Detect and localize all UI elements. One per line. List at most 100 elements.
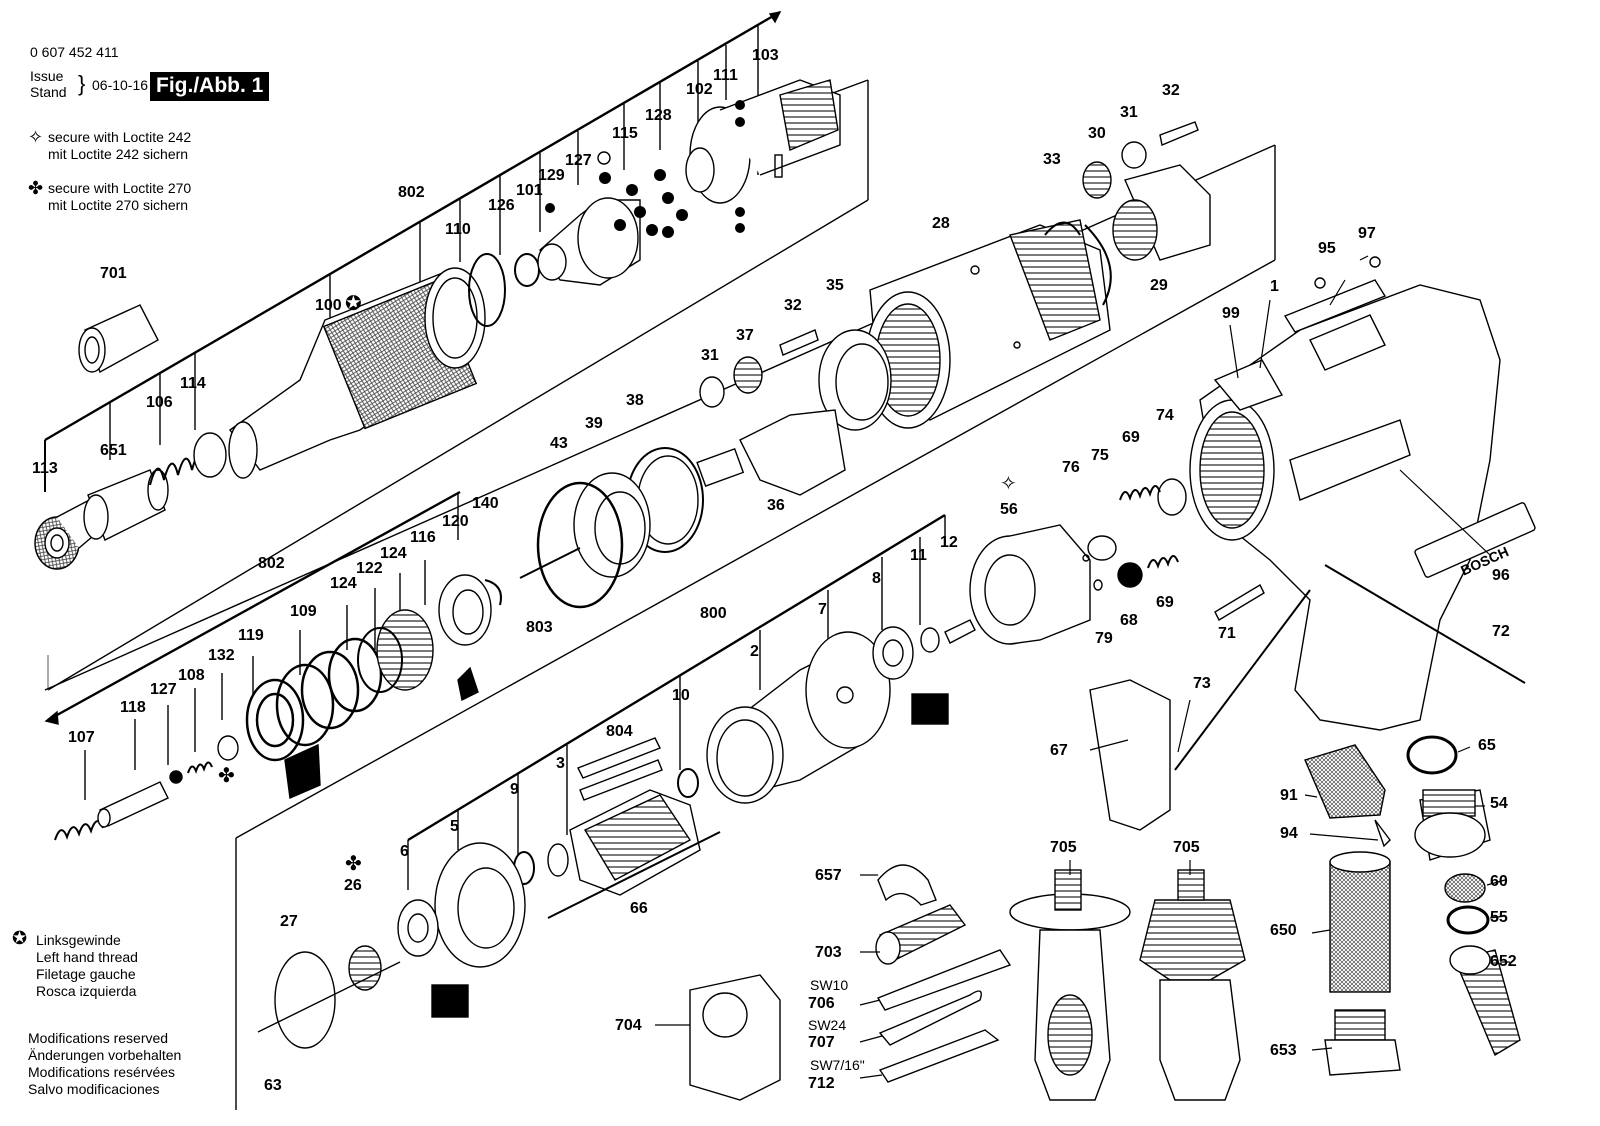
part-12-screw bbox=[944, 619, 976, 644]
part-39-bearing bbox=[573, 472, 651, 578]
part-3-rotor bbox=[547, 789, 701, 896]
callout-108: 108 bbox=[178, 667, 205, 684]
callout-704: 704 bbox=[615, 1017, 642, 1034]
callout-74: 74 bbox=[1156, 407, 1174, 424]
legend-loctite-270: ✤ secure with Loctite 270 mit Loctite 27… bbox=[28, 179, 192, 214]
part-705-handle-a bbox=[1009, 869, 1131, 1101]
callout-116: 116 bbox=[410, 529, 436, 546]
legend-mod-line4: Salvo modificaciones bbox=[28, 1081, 160, 1097]
legend-mod-line3: Modifications resérvées bbox=[28, 1064, 176, 1080]
callout-9: 9 bbox=[510, 781, 519, 798]
callout-63: 63 bbox=[264, 1077, 282, 1094]
part-114-ring bbox=[193, 432, 227, 478]
part-56-cap bbox=[969, 524, 1091, 645]
part-8-bearing-inner bbox=[882, 639, 904, 667]
callout-110: 110 bbox=[445, 221, 471, 238]
left-thread-mark-icon: ✪ bbox=[345, 291, 362, 315]
part-79-ring bbox=[1093, 579, 1103, 591]
part-43-o-ring bbox=[536, 481, 624, 609]
callout-127: 127 bbox=[565, 152, 592, 169]
callout-803: 803 bbox=[526, 619, 553, 636]
legend-mod-line2: Änderungen vorbehalten bbox=[28, 1047, 182, 1063]
part-37-gear bbox=[733, 356, 763, 394]
part-32-pin-b bbox=[779, 329, 819, 356]
legend-loctite-242-line2: mit Loctite 242 sichern bbox=[48, 146, 189, 162]
part-803-pin bbox=[519, 547, 581, 579]
callout-127: 127 bbox=[150, 681, 177, 698]
callout-94: 94 bbox=[1280, 825, 1298, 842]
part-97-screw-b bbox=[1369, 256, 1381, 268]
callout-650: 650 bbox=[1270, 922, 1297, 939]
callout-10: 10 bbox=[672, 687, 690, 704]
stand-label: Stand bbox=[30, 84, 67, 100]
callout-32: 32 bbox=[1162, 82, 1180, 99]
part-94-clip bbox=[1374, 819, 1391, 848]
part-127-ball bbox=[169, 770, 183, 784]
part-107-spring bbox=[54, 820, 104, 841]
part-63-shaft bbox=[257, 961, 401, 1033]
part-bearing-tool-icon-1 bbox=[911, 693, 949, 725]
part-65-o-ring bbox=[1406, 735, 1458, 775]
callout-100: 100 bbox=[315, 297, 342, 314]
callout-31: 31 bbox=[1120, 104, 1138, 121]
callout-712: 712 bbox=[808, 1075, 835, 1092]
callout-651: 651 bbox=[100, 442, 127, 459]
callout-106: 106 bbox=[146, 394, 173, 411]
callout-72: 72 bbox=[1492, 623, 1510, 640]
part-8-bearing bbox=[872, 626, 914, 680]
callout-55: 55 bbox=[1490, 909, 1508, 926]
callout-32: 32 bbox=[784, 297, 802, 314]
legend-loctite-270-line1: secure with Loctite 270 bbox=[48, 180, 192, 196]
part-120-collar bbox=[438, 574, 492, 646]
callout-36: 36 bbox=[767, 497, 785, 514]
callout-3: 3 bbox=[556, 755, 565, 772]
callout-111: 111 bbox=[713, 67, 738, 84]
callout-802: 802 bbox=[398, 184, 425, 201]
callout-69: 69 bbox=[1122, 429, 1140, 446]
callout-60: 60 bbox=[1490, 873, 1508, 890]
part-5-end-plate bbox=[434, 842, 526, 968]
callout-12: 12 bbox=[940, 534, 958, 551]
callout-67: 67 bbox=[1050, 742, 1068, 759]
callout-65: 65 bbox=[1478, 737, 1496, 754]
callout-101: 101 bbox=[516, 182, 543, 199]
callout-28: 28 bbox=[932, 215, 950, 232]
legend-loctite-242: ✧ secure with Loctite 242 mit Loctite 24… bbox=[28, 128, 192, 163]
callout-95: 95 bbox=[1318, 240, 1336, 257]
part-653-plug bbox=[1324, 1009, 1401, 1076]
callout-38: 38 bbox=[626, 392, 644, 409]
callout-labels: 1031111021281151271291011261108021007011… bbox=[32, 47, 1517, 1094]
part-75-valve bbox=[1087, 535, 1117, 561]
part-number: 0 607 452 411 bbox=[30, 44, 119, 60]
callout-802: 802 bbox=[258, 555, 285, 572]
part-122-ring bbox=[357, 627, 403, 693]
legend-loctite-242-line1: secure with Loctite 242 bbox=[48, 129, 192, 145]
callout-103: 103 bbox=[752, 47, 779, 64]
part-6-bearing bbox=[397, 899, 439, 957]
part-67-trigger bbox=[1089, 679, 1171, 831]
part-31-gear bbox=[1121, 141, 1147, 169]
callout-102: 102 bbox=[686, 81, 713, 98]
part-91-filter bbox=[1304, 744, 1386, 819]
part-132-screw bbox=[217, 735, 239, 761]
callout-56: 56 bbox=[1000, 501, 1018, 518]
legend-thread-line3: Filetage gauche bbox=[36, 966, 136, 982]
part-126-clip bbox=[514, 253, 540, 287]
callout-705: 705 bbox=[1050, 839, 1077, 856]
callout-73: 73 bbox=[1193, 675, 1211, 692]
callout-71: 71 bbox=[1218, 625, 1236, 642]
callout-30: 30 bbox=[1088, 125, 1106, 142]
part-704-holder bbox=[689, 974, 781, 1101]
callout-652: 652 bbox=[1490, 953, 1517, 970]
part-35-bearing bbox=[818, 329, 892, 431]
tool-size-712: SW7/16" bbox=[810, 1057, 865, 1073]
part-115-screw bbox=[597, 151, 611, 165]
legend-thread-line4: Rosca izquierda bbox=[36, 983, 137, 999]
part-69-spring bbox=[1119, 485, 1161, 501]
part-96-badge bbox=[1414, 502, 1536, 578]
part-95-plate bbox=[1283, 279, 1387, 333]
part-701-cap bbox=[78, 304, 159, 374]
part-651-sleeve bbox=[83, 469, 169, 541]
part-703-connector bbox=[875, 904, 967, 965]
callout-29: 29 bbox=[1150, 277, 1168, 294]
